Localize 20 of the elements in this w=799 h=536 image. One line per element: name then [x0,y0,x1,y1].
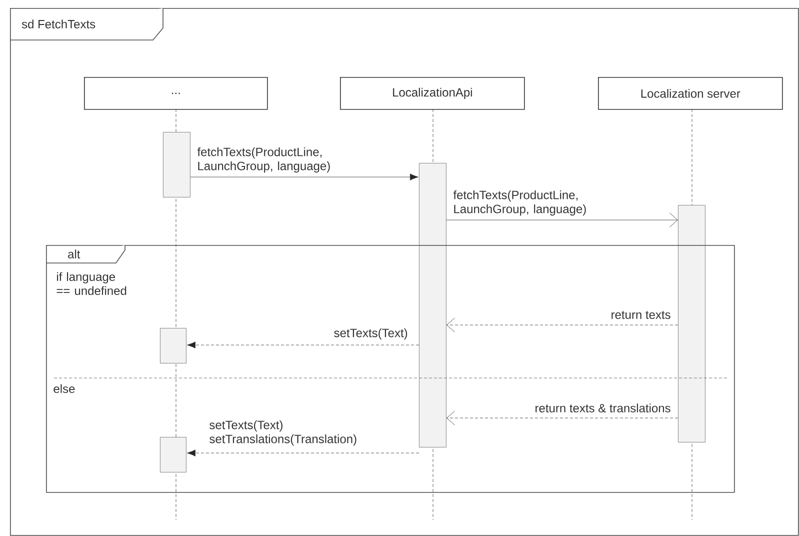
message-arrow [190,174,418,180]
message-arrow [446,318,678,332]
lifeline-head: Localization server [598,77,783,110]
message-arrow [446,410,678,426]
message-arrow [446,212,678,228]
message-label: fetchTexts(ProductLine, LaunchGroup, language) [453,190,586,216]
lifeline-head: LocalizationApi [340,77,525,110]
message-arrow [187,450,420,456]
message-label: setTexts(Text) setTranslations(Translation) [210,420,356,446]
message-label: setTexts(Text) [334,328,408,340]
activation-bar [160,437,186,472]
activation-bar [163,132,190,198]
message-label: return texts [612,311,670,319]
activation-bar [419,163,446,448]
message-label: return texts & translations [536,404,670,412]
activation-bar [160,328,186,364]
activation-bar [678,205,706,442]
message-arrow [187,342,420,348]
lifeline-head: ... [84,77,268,110]
message-label: fetchTexts(ProductLine, LaunchGroup, language) [197,147,330,173]
